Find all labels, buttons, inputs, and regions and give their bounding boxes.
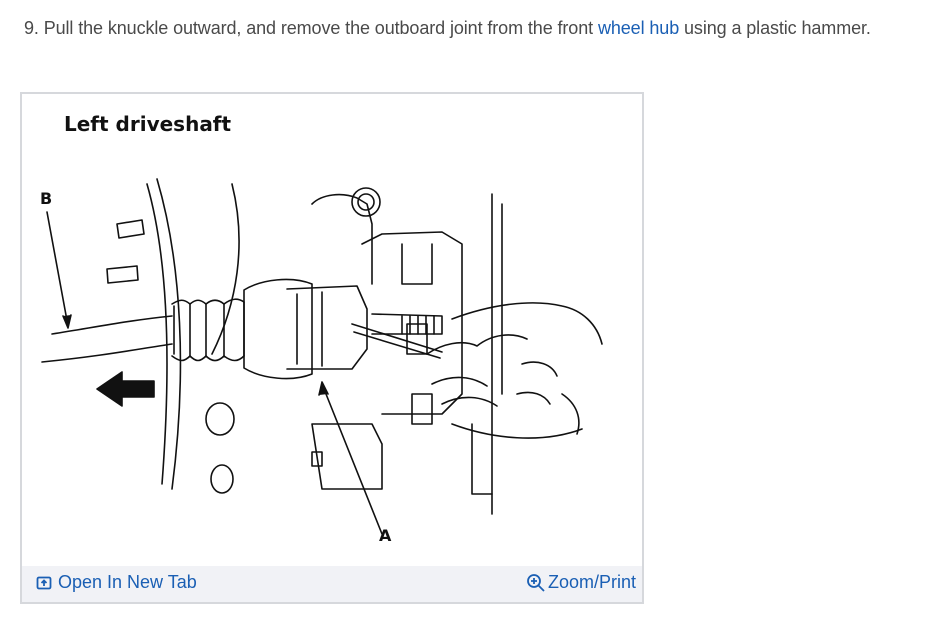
zoom-print-label: Zoom/Print [547, 572, 636, 592]
wheel-hub-link[interactable]: wheel hub [597, 18, 680, 38]
step-instruction: 9. Pull the knuckle outward, and remove … [24, 18, 924, 39]
step-text-after: using a plastic hammer. [679, 18, 871, 38]
figure-card: Left driveshaft [20, 92, 644, 604]
open-in-new-tab-label: Open In New Tab [58, 572, 197, 592]
open-in-new-tab-button[interactable]: Open In New Tab [36, 572, 197, 593]
figure-title: Left driveshaft [64, 112, 232, 136]
external-tab-icon [36, 576, 52, 589]
zoom-print-button[interactable]: Zoom/Print [526, 572, 636, 593]
driveshaft-illustration [41, 178, 603, 535]
callout-b-label: B [40, 189, 53, 208]
zoom-plus-icon [527, 573, 545, 592]
step-text-before: 9. Pull the knuckle outward, and remove … [24, 18, 598, 38]
callout-a-label: A [379, 526, 392, 545]
figure-footer: Open In New Tab Zoom/Print [22, 566, 642, 602]
